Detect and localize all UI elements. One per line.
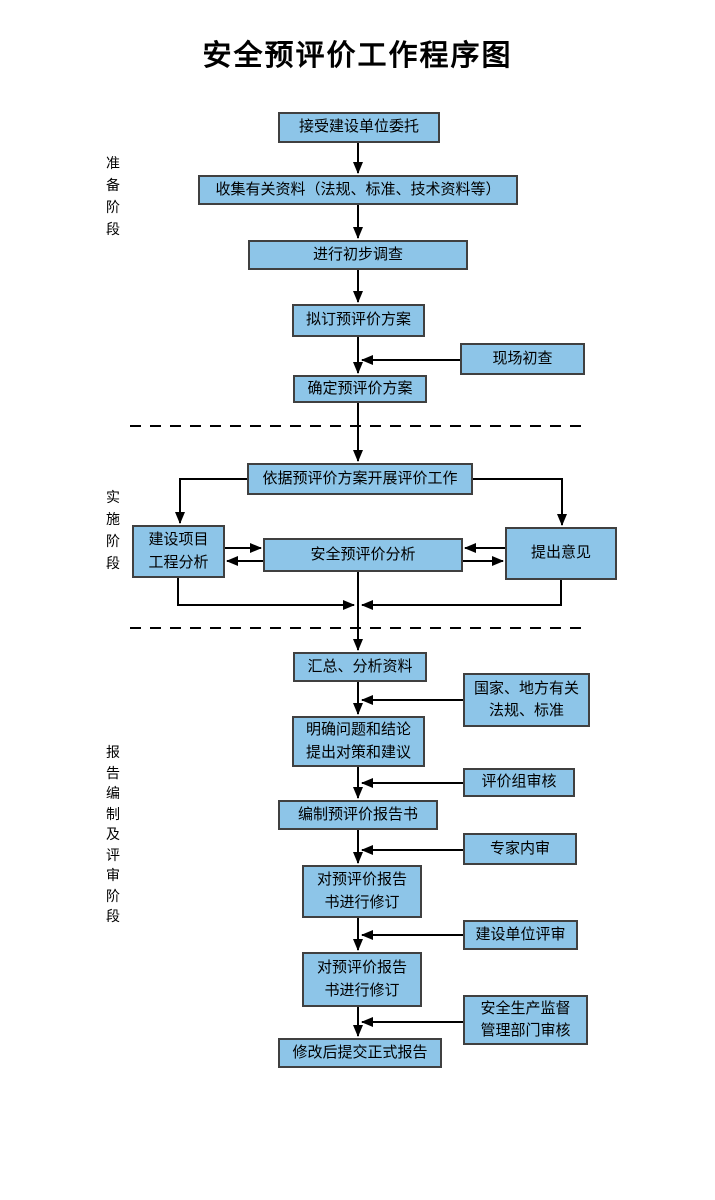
connector-carryout-to-opinions xyxy=(473,478,567,526)
phase-label-reporting: 报告编制及评审阶段 xyxy=(106,744,120,924)
node-carry-out-evaluation: 依据预评价方案开展评价工作 xyxy=(247,463,473,495)
connector-opinions-join xyxy=(361,580,562,610)
node-construction-unit-review: 建设单位评审 xyxy=(463,920,578,950)
node-collect-materials: 收集有关资料（法规、标准、技术资料等） xyxy=(198,175,518,205)
phase-label-implementation: 实施阶段 xyxy=(106,489,120,571)
node-revise-report-2: 对预评价报告 书进行修订 xyxy=(302,952,422,1007)
node-compile-report: 编制预评价报告书 xyxy=(278,800,438,830)
node-evaluation-group-review: 评价组审核 xyxy=(463,768,575,797)
connector-projectanalysis-join xyxy=(177,578,355,610)
node-draft-plan: 拟订预评价方案 xyxy=(292,304,425,337)
node-national-local-regulations: 国家、地方有关 法规、标准 xyxy=(463,673,590,727)
node-confirm-plan: 确定预评价方案 xyxy=(293,375,427,403)
page-title: 安全预评价工作程序图 xyxy=(202,40,513,72)
node-preliminary-survey: 进行初步调查 xyxy=(248,240,468,270)
node-clarify-conclusions: 明确问题和结论 提出对策和建议 xyxy=(292,716,425,767)
node-summarize-analyze: 汇总、分析资料 xyxy=(293,652,427,682)
node-project-engineering-analysis: 建设项目 工程分析 xyxy=(132,525,225,578)
node-safety-pre-evaluation-analysis: 安全预评价分析 xyxy=(263,538,463,572)
node-revise-report-1: 对预评价报告 书进行修订 xyxy=(302,865,422,918)
node-accept-commission: 接受建设单位委托 xyxy=(278,112,440,143)
node-expert-internal-review: 专家内审 xyxy=(463,833,577,865)
node-put-forward-opinions: 提出意见 xyxy=(505,527,617,580)
phase-label-preparation: 准备阶段 xyxy=(106,155,120,237)
node-safety-supervision-review: 安全生产监督 管理部门审核 xyxy=(463,995,588,1045)
node-site-initial-check: 现场初查 xyxy=(460,343,585,375)
connector-carryout-to-projectanalysis xyxy=(175,478,247,524)
node-submit-final-report: 修改后提交正式报告 xyxy=(278,1038,442,1068)
